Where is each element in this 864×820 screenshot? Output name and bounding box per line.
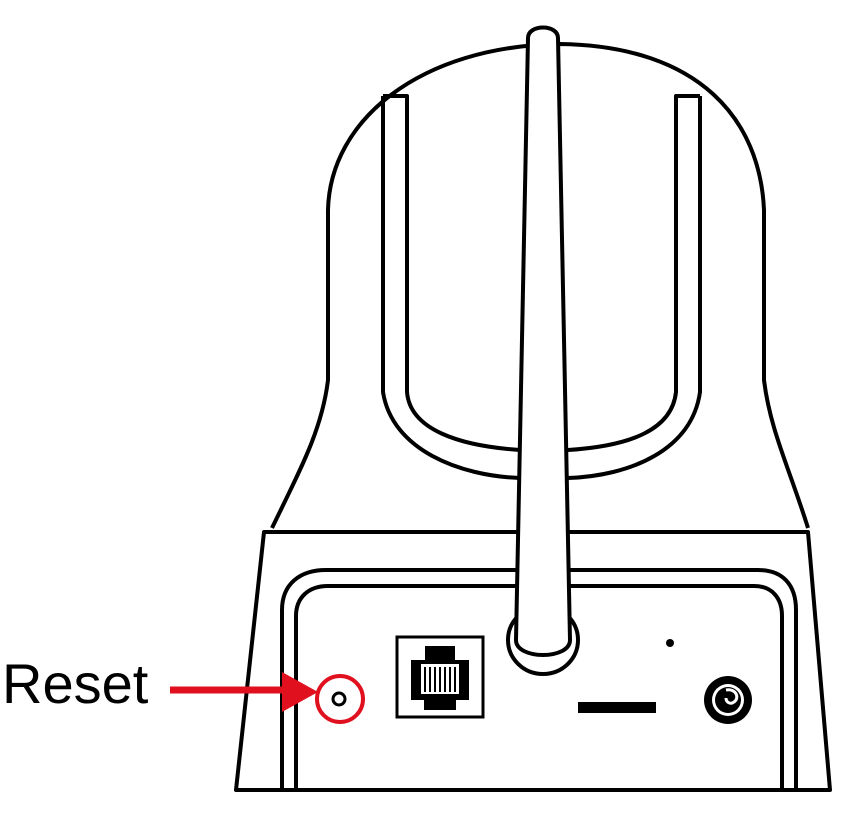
antenna	[506, 25, 580, 676]
power-jack-icon	[704, 676, 752, 724]
reset-button-icon	[315, 674, 365, 724]
reset-callout-label: Reset	[2, 652, 149, 715]
antenna-icon	[514, 25, 572, 657]
sd-card-slot	[578, 702, 656, 713]
ethernet-port-icon	[395, 635, 485, 719]
reset-callout-arrow	[170, 672, 318, 712]
status-led-icon	[666, 639, 674, 647]
head-inner-frame-left-outer	[381, 96, 521, 480]
head-inner-frame-right-outer	[567, 96, 702, 480]
head-inner-frame-left	[383, 94, 521, 452]
head-inner-frame-right	[567, 94, 700, 452]
